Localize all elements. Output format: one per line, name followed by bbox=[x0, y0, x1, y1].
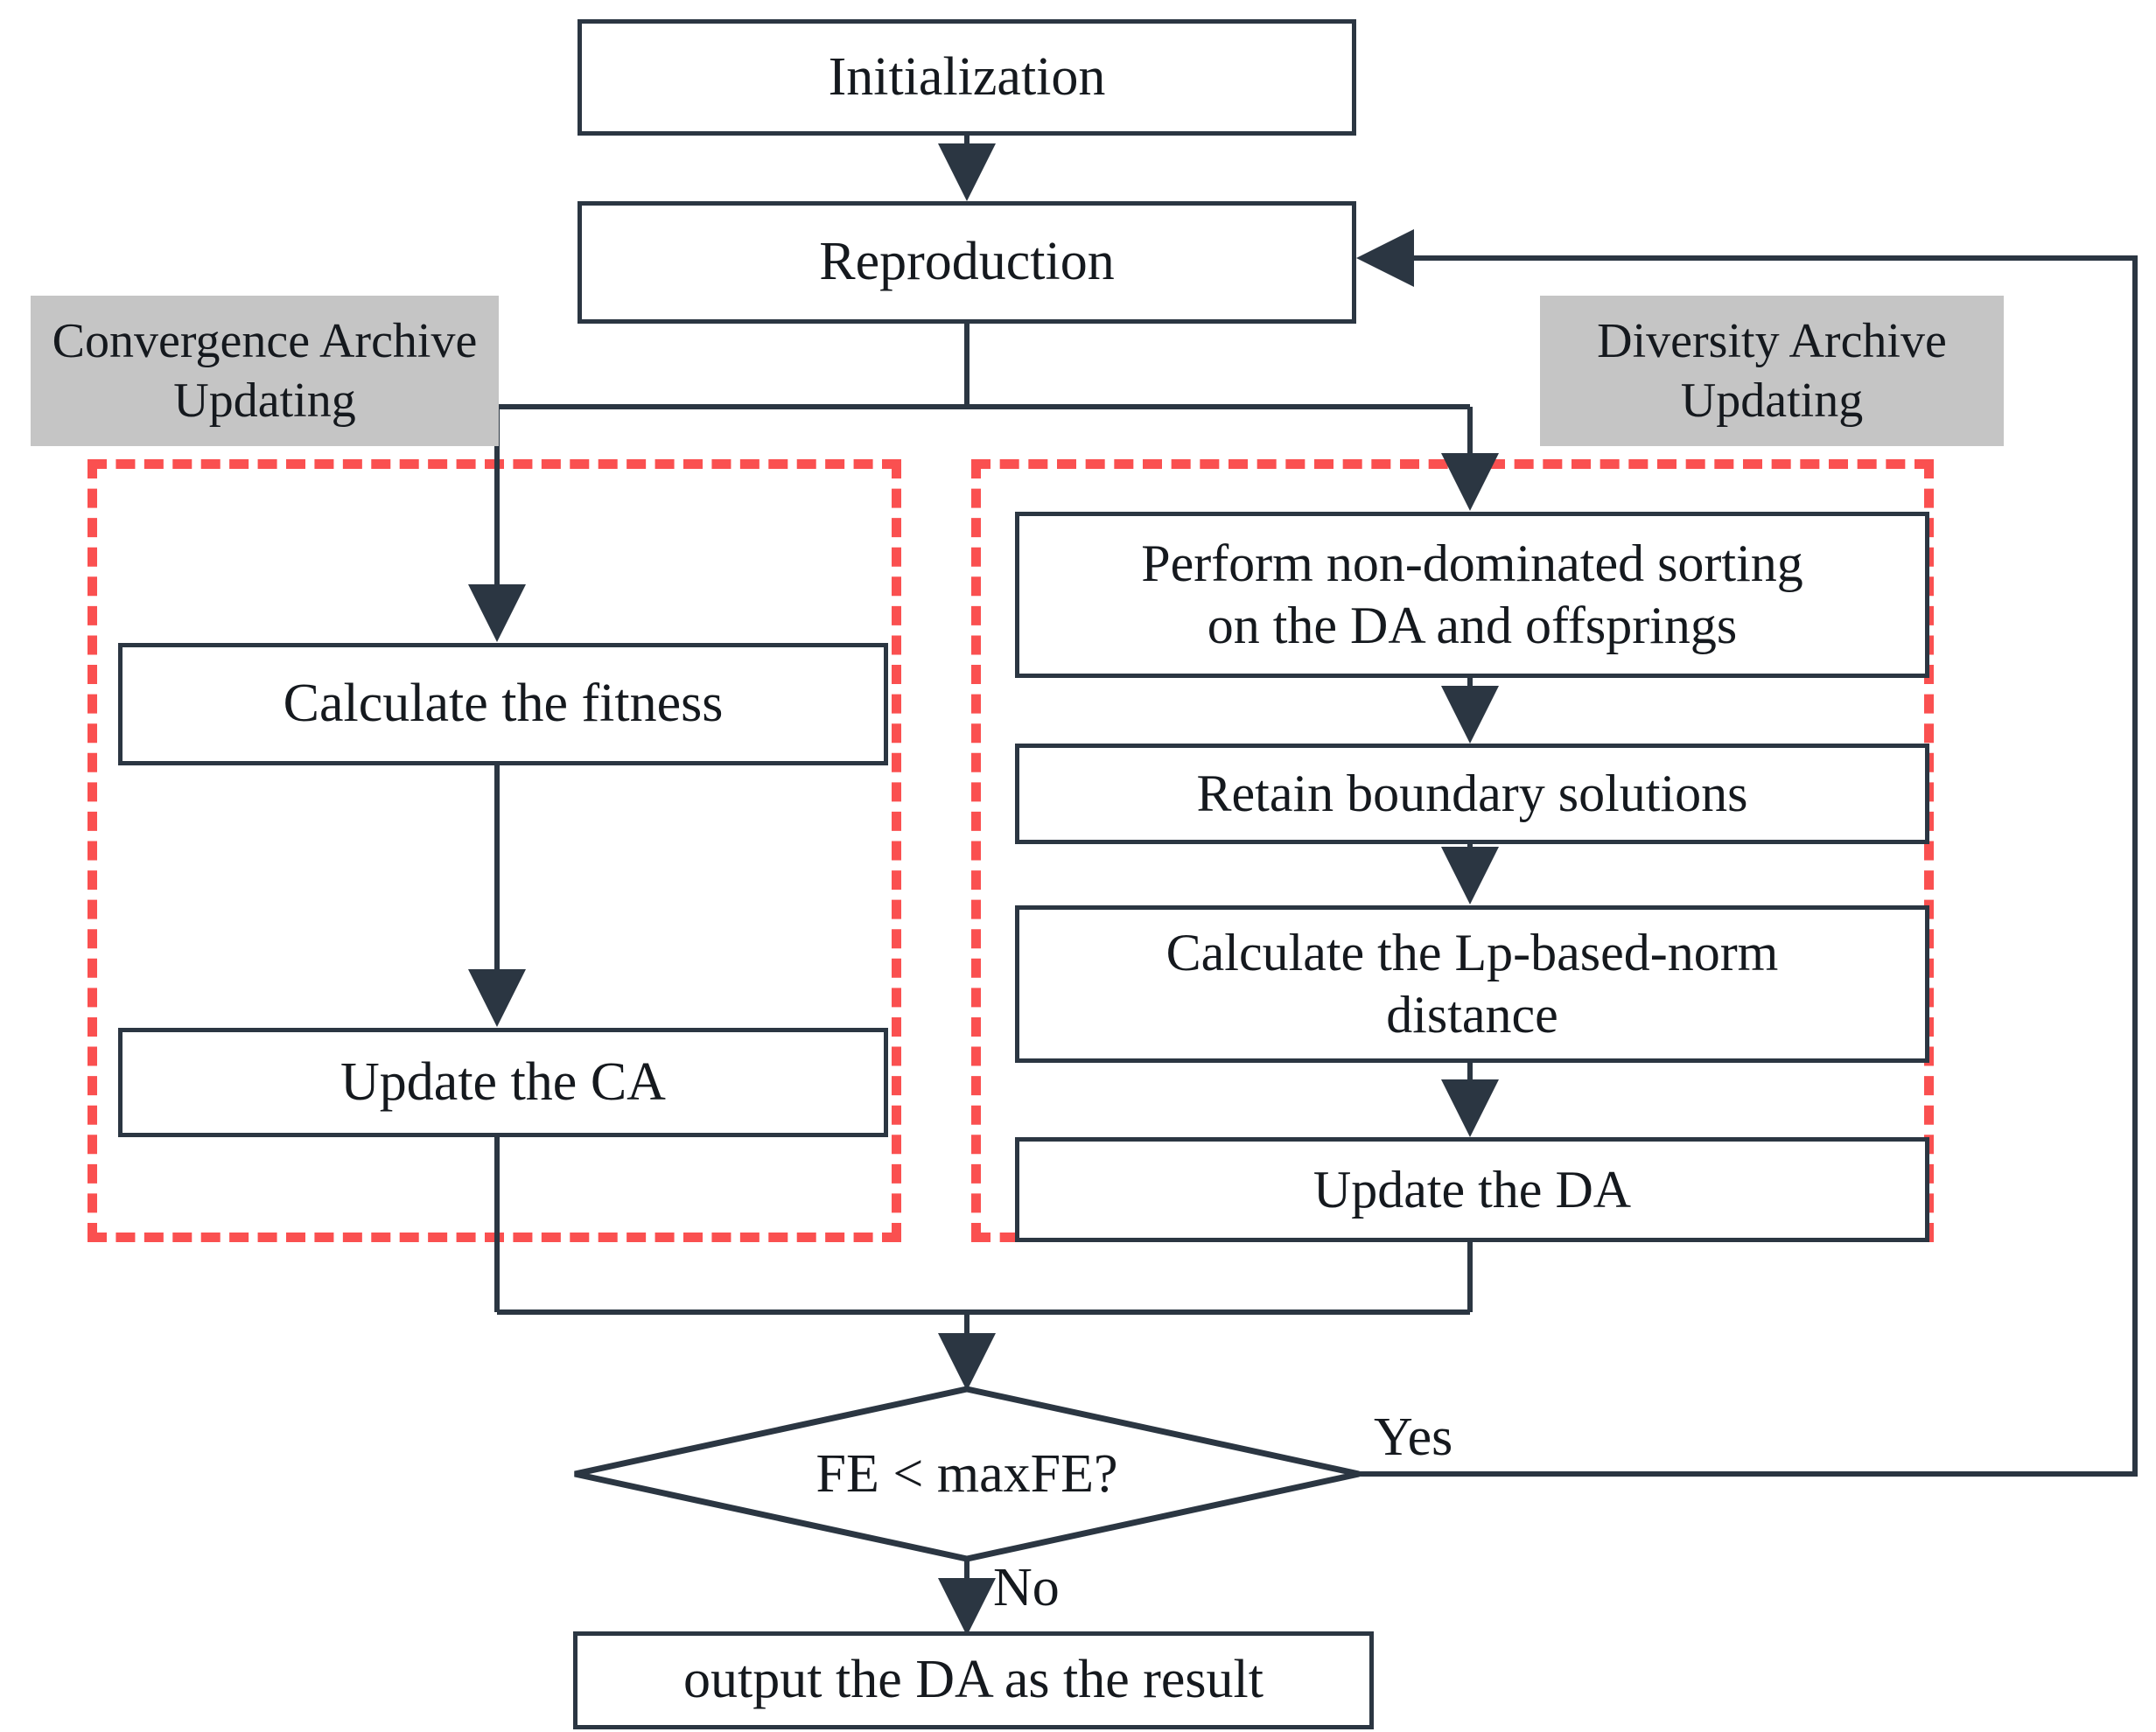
node-calculate-lp-norm-distance[interactable]: Calculate the Lp-based-norm distance bbox=[1015, 905, 1929, 1063]
edge-label-yes: Yes bbox=[1374, 1407, 1452, 1469]
decision-condition-label: FE < maxFE? bbox=[575, 1443, 1359, 1505]
edge-label-yes-text: Yes bbox=[1374, 1407, 1453, 1467]
node-calculate-fitness[interactable]: Calculate the fitness bbox=[118, 643, 888, 765]
node-nondominated-sorting-line1: Perform non-dominated sorting bbox=[1141, 534, 1803, 593]
edge-label-no-text: No bbox=[993, 1558, 1060, 1617]
node-reproduction-label: Reproduction bbox=[819, 232, 1115, 292]
node-calculate-fitness-label: Calculate the fitness bbox=[283, 674, 724, 734]
node-reproduction[interactable]: Reproduction bbox=[578, 201, 1356, 324]
node-retain-boundary-solutions-label: Retain boundary solutions bbox=[1196, 765, 1748, 823]
group-label-convergence-line2: Archive Updating bbox=[173, 313, 478, 428]
edge-label-no: No bbox=[993, 1557, 1060, 1619]
group-label-convergence-archive-updating: Convergence Archive Updating bbox=[31, 296, 499, 446]
decision-condition-text: FE < maxFE? bbox=[816, 1444, 1118, 1504]
node-update-ca[interactable]: Update the CA bbox=[118, 1028, 888, 1137]
node-update-da[interactable]: Update the DA bbox=[1015, 1137, 1929, 1242]
node-nondominated-sorting-line2: on the DA and offsprings bbox=[1207, 597, 1738, 654]
node-output-result[interactable]: output the DA as the result bbox=[573, 1631, 1374, 1729]
node-output-result-label: output the DA as the result bbox=[683, 1650, 1264, 1710]
group-label-diversity-archive-updating: Diversity Archive Updating bbox=[1540, 296, 2004, 446]
group-label-diversity-line2: Updating bbox=[1680, 374, 1864, 428]
node-update-ca-label: Update the CA bbox=[340, 1051, 666, 1112]
node-calculate-lp-norm-line2: distance bbox=[1386, 986, 1558, 1044]
group-label-diversity-line1: Diversity Archive bbox=[1597, 313, 1947, 368]
node-retain-boundary-solutions[interactable]: Retain boundary solutions bbox=[1015, 744, 1929, 844]
group-label-convergence-line1: Convergence bbox=[52, 313, 311, 368]
node-calculate-lp-norm-line1: Calculate the Lp-based-norm bbox=[1166, 924, 1779, 982]
node-nondominated-sorting[interactable]: Perform non-dominated sorting on the DA … bbox=[1015, 512, 1929, 678]
node-initialization-label: Initialization bbox=[828, 46, 1106, 107]
node-initialization[interactable]: Initialization bbox=[578, 19, 1356, 136]
node-update-da-label: Update the DA bbox=[1312, 1160, 1632, 1219]
